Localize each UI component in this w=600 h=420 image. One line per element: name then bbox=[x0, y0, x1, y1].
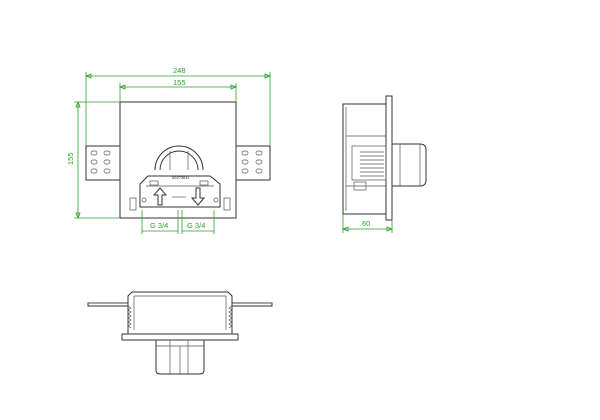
right-mounting-bracket bbox=[235, 145, 271, 181]
top-front-plate bbox=[121, 333, 239, 341]
dim-height: 155 bbox=[66, 152, 75, 165]
side-dimensions: 60 bbox=[341, 214, 394, 233]
front-housing bbox=[119, 101, 237, 219]
valve-cover bbox=[154, 145, 204, 171]
valve-core-ribs bbox=[360, 151, 384, 177]
left-mounting-bracket bbox=[85, 145, 121, 181]
dim-width-outer: 248 bbox=[173, 66, 186, 75]
side-view bbox=[342, 95, 427, 221]
connector-body: 00273611 bbox=[139, 175, 221, 208]
top-serrations bbox=[127, 305, 233, 329]
arrow-up-icon bbox=[152, 187, 168, 206]
front-dimensions: 248 155 155 G 3/4 G 3/4 bbox=[66, 66, 272, 234]
dim-width-inner: 155 bbox=[173, 78, 186, 87]
dim-depth: 60 bbox=[362, 219, 370, 228]
thread-label-right: G 3/4 bbox=[187, 221, 205, 230]
side-handle bbox=[391, 143, 427, 187]
side-front-plate bbox=[385, 95, 393, 221]
arrow-down-icon bbox=[190, 187, 206, 206]
thread-label-left: G 3/4 bbox=[150, 221, 168, 230]
front-view: 00273611 bbox=[85, 101, 271, 219]
part-code-label: 00273611 bbox=[172, 175, 190, 180]
top-housing bbox=[127, 291, 233, 335]
top-view bbox=[87, 291, 273, 375]
